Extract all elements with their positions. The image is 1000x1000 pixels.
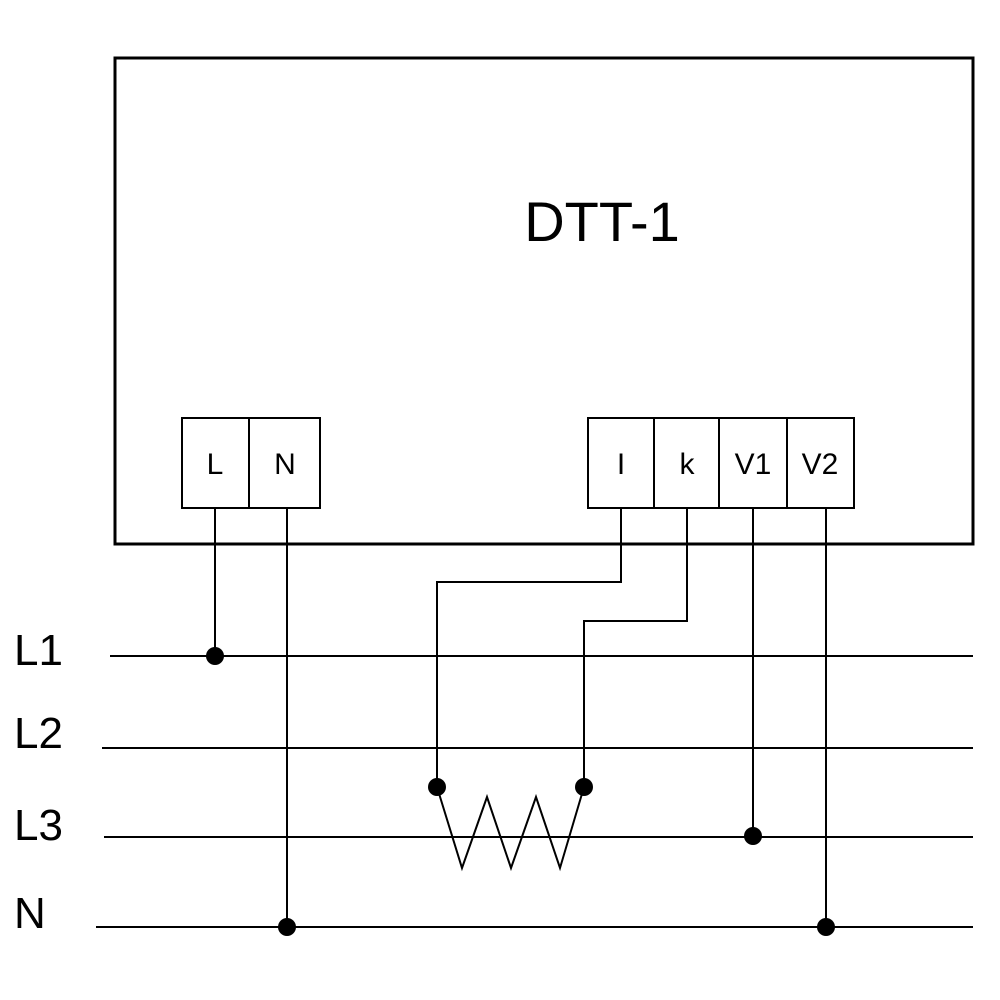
junction-dot: [206, 647, 224, 665]
terminal-v2-label: V2: [802, 448, 839, 481]
connection-wires: [214, 508, 827, 927]
junction-dot: [575, 778, 593, 796]
line-n-label: N: [14, 889, 46, 938]
junction-dot: [278, 918, 296, 936]
terminal-n: [248, 417, 321, 509]
wire-k-to-ct: [583, 508, 688, 787]
junction-dots: [206, 647, 835, 936]
line-l2-label: L2: [14, 709, 63, 758]
line-l1-label: L1: [14, 626, 63, 675]
wire-i-to-ct: [436, 508, 622, 787]
junction-dot: [428, 778, 446, 796]
terminal-i-label: I: [617, 448, 625, 481]
current-transformer-symbol: [436, 786, 585, 872]
terminal-n-label: N: [274, 448, 296, 481]
terminal-v1: [718, 417, 788, 509]
junction-dot: [817, 918, 835, 936]
terminal-l-label: L: [207, 448, 224, 481]
terminal-l: [181, 417, 250, 509]
junction-dot: [744, 827, 762, 845]
terminal-k-label: k: [680, 448, 696, 481]
terminal-block-right: I k V1 V2: [587, 417, 855, 509]
device-title: DTT-1: [524, 190, 680, 253]
terminal-v1-label: V1: [735, 448, 772, 481]
supply-lines: L1 L2 L3 N: [14, 626, 973, 938]
terminal-block-left: L N: [181, 417, 321, 509]
line-l3-label: L3: [14, 801, 63, 850]
terminal-v2: [786, 417, 855, 509]
